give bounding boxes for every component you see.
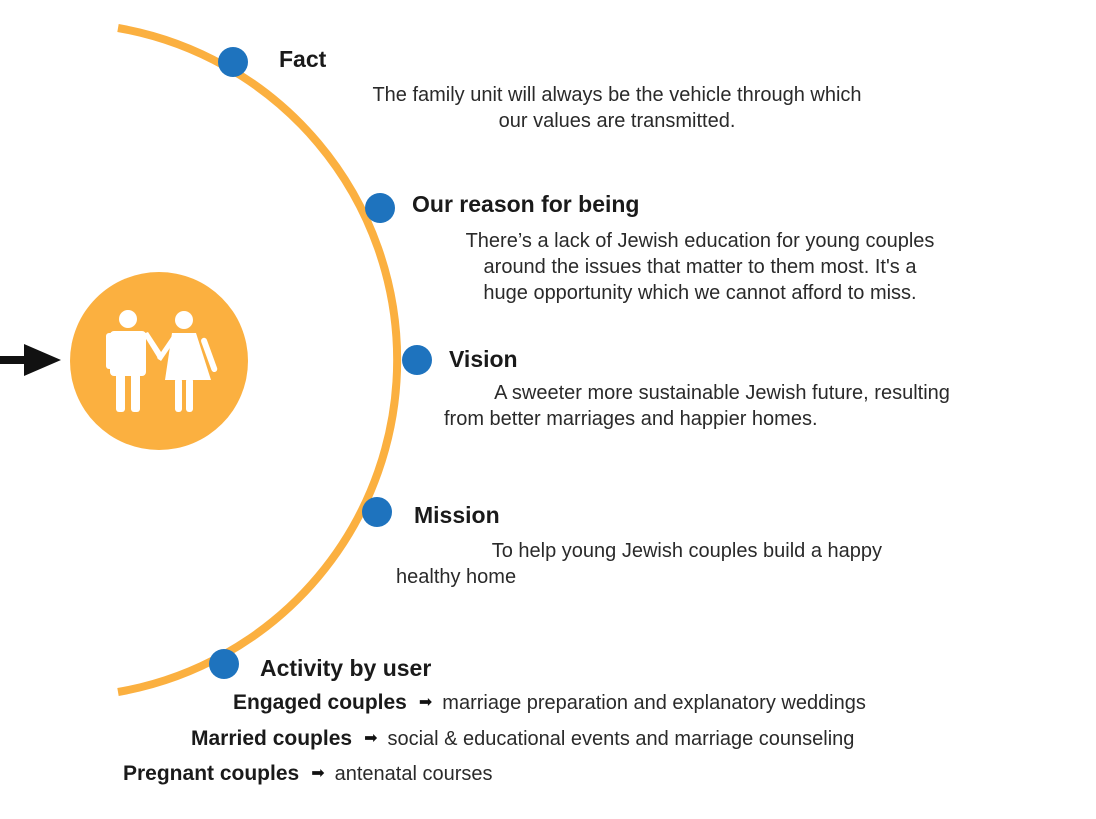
section-title-mission: Mission bbox=[414, 502, 500, 528]
arrow-right-icon: ➡ bbox=[364, 730, 378, 747]
timeline-dot-reason bbox=[365, 193, 395, 223]
timeline-dot-fact bbox=[218, 47, 248, 77]
couple-icon-background bbox=[70, 272, 248, 450]
section-text-mission: To help young Jewish couples build a hap… bbox=[396, 540, 882, 588]
activity-row-pregnant: Pregnant couples➡antenatal courses bbox=[123, 762, 493, 785]
section-text-reason: There’s a lack of Jewish education for y… bbox=[465, 230, 935, 304]
section-title-fact: Fact bbox=[279, 46, 327, 72]
timeline-dot-vision bbox=[402, 345, 432, 375]
timeline-dot-mission bbox=[362, 497, 392, 527]
section-title-reason: Our reason for being bbox=[412, 191, 640, 217]
section-title-vision: Vision bbox=[449, 346, 518, 372]
arrow-right-icon: ➡ bbox=[418, 694, 433, 711]
timeline-dot-activity bbox=[209, 649, 239, 679]
couple-icon bbox=[106, 310, 218, 412]
section-text-fact: The family unit will always be the vehic… bbox=[372, 84, 862, 132]
activity-row-engaged: Engaged couples➡marriage preparation and… bbox=[233, 691, 866, 714]
timeline-arc bbox=[117, 24, 402, 696]
section-text-vision: A sweeter more sustainable Jewish future… bbox=[444, 382, 950, 430]
activity-row-married: Married couples➡social & educational eve… bbox=[191, 727, 855, 750]
arrow-right-icon: ➡ bbox=[311, 765, 325, 782]
section-title-activity: Activity by user bbox=[260, 655, 432, 681]
arrow-right-icon bbox=[0, 344, 61, 376]
